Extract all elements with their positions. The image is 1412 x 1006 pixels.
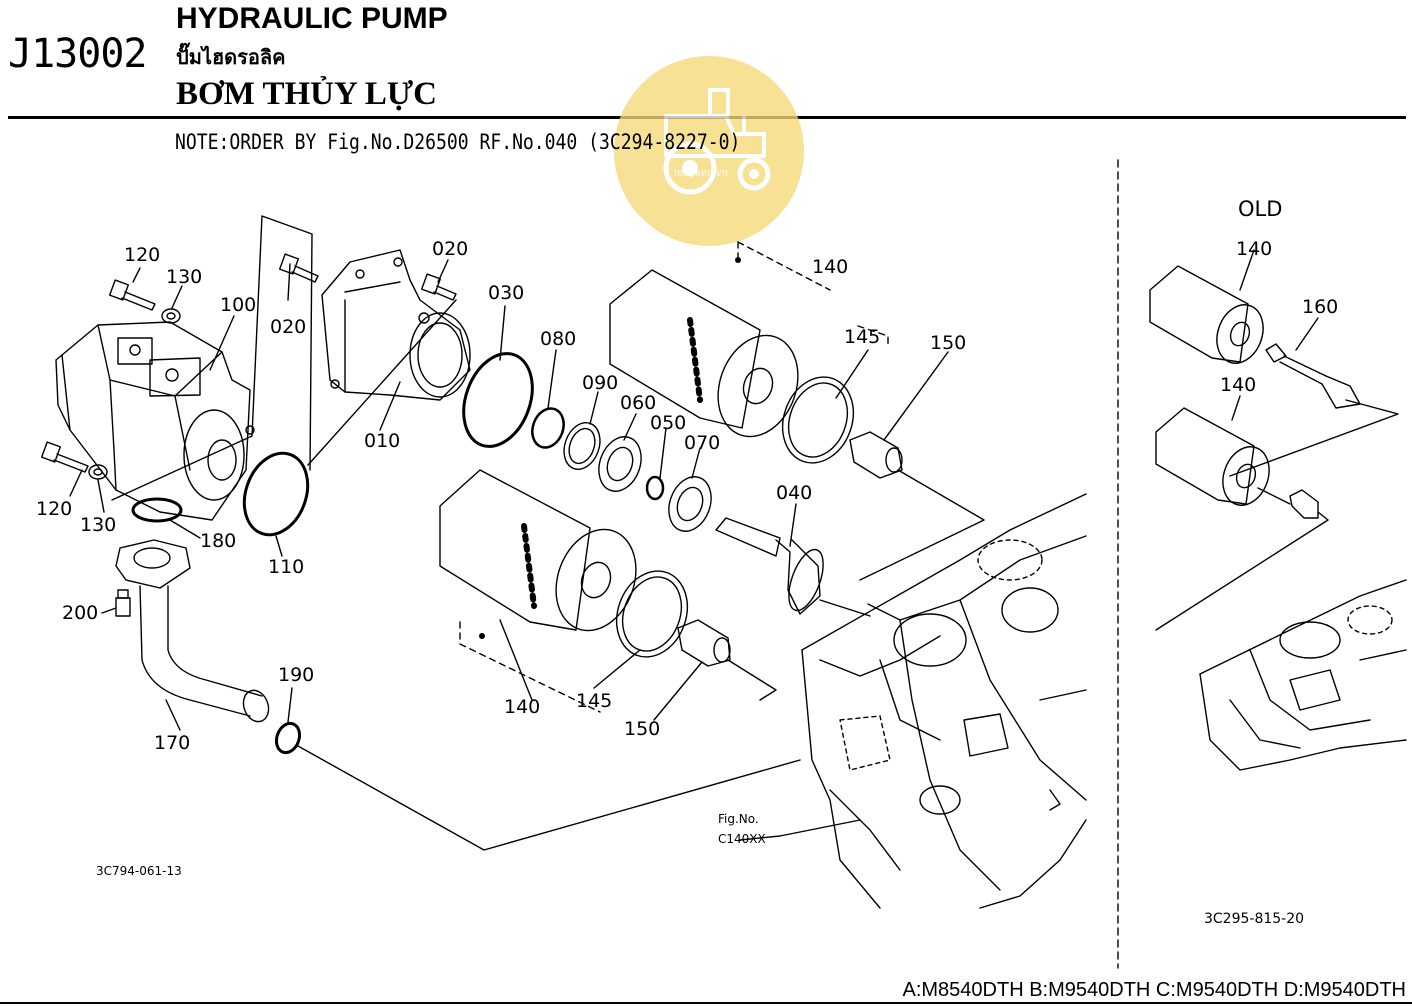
- part-label: 190: [278, 664, 315, 686]
- suction-pipe-170: [115, 539, 270, 723]
- part-label: 090: [582, 372, 619, 394]
- old-oil-filter-140-bottom: [1155, 407, 1270, 506]
- oil-filter-140-top: [609, 269, 799, 438]
- part-group-code: J13002: [8, 31, 147, 77]
- title-thai: ปั๊มไฮดรอลิค: [176, 45, 286, 69]
- footer-rule: [0, 1002, 1412, 1004]
- bolt-020-left: [278, 253, 319, 283]
- fitting-150-top: [849, 431, 903, 479]
- oil-filter-140-bottom: [439, 469, 637, 632]
- fitting-150-bottom: [677, 619, 731, 667]
- bolt-200: [115, 589, 131, 617]
- o-ring-110: [242, 451, 310, 537]
- bolt-120-bottom: [40, 441, 89, 473]
- fig-ref-label: Fig.No.: [718, 812, 759, 826]
- gear-shaft-040: [715, 517, 824, 615]
- order-note: NOTE:ORDER BY Fig.No.D26500 RF.No.040 (3…: [175, 130, 741, 154]
- part-label: 010: [364, 430, 401, 452]
- tractor-icon: [663, 88, 771, 195]
- gasket-145-top: [781, 376, 855, 464]
- part-label: 070: [684, 432, 721, 454]
- part-label: 150: [930, 332, 967, 354]
- model-applicability: A:M8540DTH B:M9540DTH C:M9540DTH D:M9540…: [902, 979, 1407, 1001]
- bolt-020-right: [420, 273, 457, 301]
- part-label: 200: [62, 602, 99, 624]
- o-ring-190: [274, 721, 302, 755]
- part-label: 110: [268, 556, 305, 578]
- part-label: 060: [620, 392, 657, 414]
- snap-ring-080: [531, 407, 565, 449]
- bolt-120-top: [108, 279, 156, 311]
- part-label: 140: [812, 256, 849, 278]
- part-label: 140: [504, 696, 541, 718]
- part-label: 130: [166, 266, 203, 288]
- part-label: 145: [576, 690, 613, 712]
- bearing-070: [668, 476, 712, 532]
- o-ring-180: [131, 497, 183, 523]
- washer-130-bottom: [88, 464, 108, 480]
- old-oil-filter-140-top: [1149, 265, 1264, 364]
- old-adapter-160: [1265, 343, 1361, 409]
- part-label: 140: [1220, 374, 1257, 396]
- part-label: 020: [432, 238, 469, 260]
- part-label: 160: [1302, 296, 1339, 318]
- part-label: 150: [624, 718, 661, 740]
- illustration-code: 3C794-061-13: [96, 864, 182, 878]
- part-label: 040: [776, 482, 813, 504]
- bracket-line: [111, 215, 313, 501]
- washer-130-top: [161, 308, 181, 324]
- illustration-code: 3C295-815-20: [1204, 911, 1305, 927]
- snap-ring-050: [645, 475, 665, 501]
- title-english: HYDRAULIC PUMP: [176, 2, 448, 35]
- bearing-060: [598, 436, 642, 492]
- old-transmission-housing: [1199, 579, 1407, 771]
- pump-body-100: [55, 321, 255, 521]
- part-label: 100: [220, 294, 257, 316]
- part-label: 050: [650, 412, 687, 434]
- part-label: 120: [124, 244, 161, 266]
- watermark-text: maykeo.vn: [674, 168, 729, 179]
- old-section-title: OLD: [1238, 197, 1283, 221]
- adapter-housing-010: [321, 249, 471, 401]
- transmission-housing: [801, 493, 1087, 909]
- part-label: 030: [488, 282, 525, 304]
- part-label: 080: [540, 328, 577, 350]
- part-label: 180: [200, 530, 237, 552]
- part-label: 130: [80, 514, 117, 536]
- o-ring-030: [462, 352, 534, 448]
- part-label: 020: [270, 316, 307, 338]
- fig-ref-number: C140XX: [718, 832, 766, 846]
- part-label: 140: [1236, 238, 1273, 260]
- part-label: 145: [844, 326, 881, 348]
- title-vietnamese: BƠM THỦY LỰC: [176, 76, 437, 112]
- watermark-logo: [614, 56, 804, 246]
- old-fitting: [1289, 489, 1319, 519]
- part-label: 120: [36, 498, 73, 520]
- part-label: 170: [154, 732, 191, 754]
